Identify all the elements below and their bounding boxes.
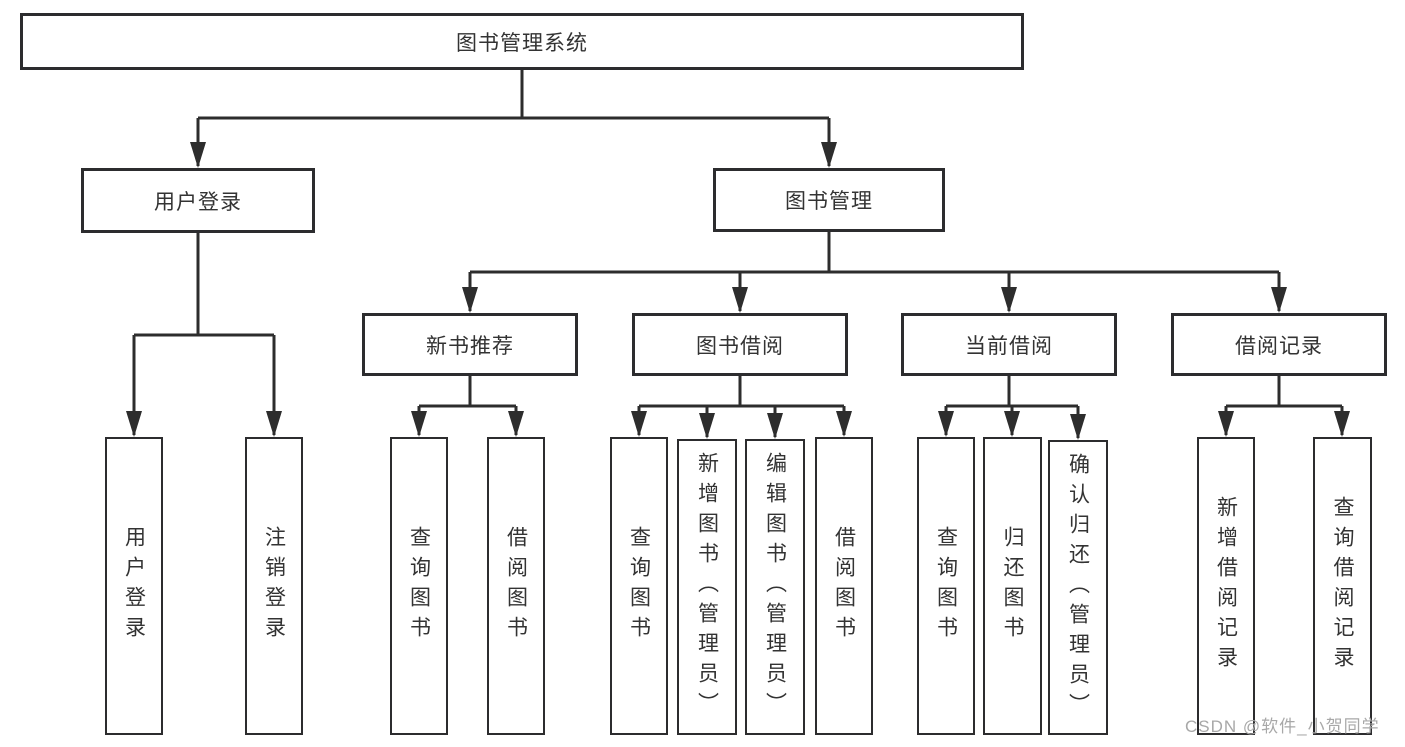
node-label: 确认归还（管理员）: [1066, 452, 1090, 723]
node-user-login: 用户登录: [81, 168, 315, 233]
leaf-confirm-return-admin: 确认归还（管理员）: [1048, 440, 1108, 735]
node-root-system: 图书管理系统: [20, 13, 1024, 70]
leaf-logout: 注销登录: [245, 437, 303, 735]
leaf-add-books-admin: 新增图书（管理员）: [677, 439, 737, 735]
leaf-query-books-2: 查询图书: [610, 437, 668, 735]
node-label: 查询借阅记录: [1331, 496, 1354, 676]
node-label: 新增借阅记录: [1214, 496, 1238, 676]
node-label: 归还图书: [1001, 526, 1024, 646]
node-label: 用户登录: [122, 526, 146, 646]
node-label: 查询图书: [934, 526, 958, 646]
leaf-user-login: 用户登录: [105, 437, 163, 735]
leaf-query-borrow-record: 查询借阅记录: [1313, 437, 1372, 735]
node-label: 编辑图书（管理员）: [763, 452, 787, 722]
leaf-edit-books-admin: 编辑图书（管理员）: [745, 439, 805, 735]
leaf-add-borrow-record: 新增借阅记录: [1197, 437, 1255, 735]
node-label: 查询图书: [407, 526, 431, 646]
node-borrowing-records: 借阅记录: [1171, 313, 1387, 376]
node-label: 查询图书: [627, 526, 651, 646]
node-label: 注销登录: [262, 526, 286, 646]
node-label: 新增图书（管理员）: [695, 452, 719, 722]
node-current-borrowing: 当前借阅: [901, 313, 1117, 376]
leaf-borrow-books-1: 借阅图书: [487, 437, 545, 735]
leaf-return-books: 归还图书: [983, 437, 1042, 735]
csdn-watermark: CSDN @软件_小贺同学: [1185, 717, 1380, 736]
arrowheads: [126, 142, 1350, 440]
node-book-management: 图书管理: [713, 168, 945, 232]
leaf-query-books-3: 查询图书: [917, 437, 975, 735]
leaf-query-books-1: 查询图书: [390, 437, 448, 735]
node-label: 借阅图书: [504, 526, 528, 646]
node-book-borrowing: 图书借阅: [632, 313, 848, 376]
node-new-book-recommend: 新书推荐: [362, 313, 578, 376]
leaf-borrow-books-2: 借阅图书: [815, 437, 873, 735]
node-label: 借阅图书: [832, 526, 856, 646]
